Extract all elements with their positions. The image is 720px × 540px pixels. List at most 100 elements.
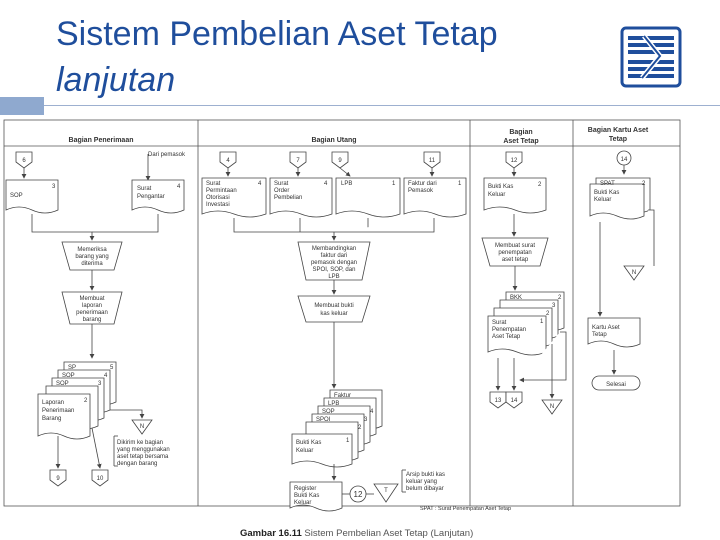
diagram-element: 2 — [642, 181, 646, 187]
process-membuat-bukti: Membuat bukti kas keluar — [297, 295, 371, 323]
diagram-element — [289, 151, 307, 169]
diagram-element — [334, 218, 435, 233]
diagram-element: Penempatan — [492, 327, 526, 333]
diagram-element: SPAT — [600, 181, 615, 187]
diagram-element — [483, 177, 547, 214]
diagram-element — [110, 409, 145, 419]
diagram-element — [269, 177, 333, 218]
diagram-element — [489, 391, 507, 409]
slide-subtitle: lanjutan — [56, 61, 176, 99]
diagram-element: 12 — [354, 490, 363, 499]
diagram-element: 6 — [22, 158, 26, 164]
offpage-n-kartu: N — [623, 265, 645, 281]
diagram-element: Otorisasi — [206, 195, 230, 201]
diagram-element: N — [140, 424, 144, 430]
diagram-element: SOP — [62, 373, 75, 379]
diagram-element: Bukti Kas — [488, 184, 513, 190]
connector-9: 9 — [331, 151, 349, 169]
diagram-element: pemasok dengan — [311, 260, 357, 266]
diagram-element: Keluar — [294, 500, 311, 506]
diagram-element — [423, 151, 441, 169]
diagram-element: laporan — [82, 303, 102, 309]
legend-spat: SPAT : Surat Penempatan Aset Tetap — [420, 506, 511, 512]
diagram-element: 14 — [621, 157, 628, 163]
diagram-element: belum dibayar — [406, 486, 444, 492]
diagram-element: barang yang — [75, 254, 108, 260]
diagram-element: dengan barang — [117, 461, 157, 467]
doc-kartu-aset-tetap: Kartu Aset Tetap — [587, 317, 641, 348]
process-memeriksa-barang: Memeriksa barang yang diterima — [61, 241, 123, 271]
diagram-element — [131, 179, 185, 214]
connector-14-out: 14 — [505, 391, 523, 409]
diagram-element: 9 — [338, 158, 342, 164]
figure-caption: Gambar 16.11 Sistem Pembelian Aset Tetap… — [240, 528, 473, 539]
diagram-element: Membuat bukti — [314, 303, 353, 309]
diagram-element: penerimaan — [76, 310, 108, 316]
doc-surat-pengantar: Surat Pengantar 4 — [131, 179, 185, 214]
diagram-element: 1 — [392, 181, 396, 187]
diagram-element: aset tetap — [502, 257, 529, 263]
process-membuat-laporan: Membuat laporan penerimaan barang — [61, 291, 123, 325]
note-arsip: Arsip bukti kas keluar yang belum dibaya… — [401, 469, 445, 493]
diagram-element: 1 — [458, 181, 462, 187]
lane-kartu-2: Tetap — [609, 136, 627, 143]
file-temporary: T — [373, 483, 399, 503]
doc-bukti-kas-keluar: Bukti Kas Keluar 1 — [291, 433, 353, 468]
connector-14: 14 — [616, 150, 632, 166]
diagram-element: Membandingkan — [312, 246, 356, 252]
diagram-element: 2 — [358, 425, 362, 431]
diagram-element: Memeriksa — [77, 247, 107, 253]
diagram-element: Aset Tetap — [492, 334, 521, 340]
diagram-element — [15, 151, 33, 169]
diagram-element: Surat — [492, 320, 507, 326]
diagram-element: Keluar — [488, 192, 505, 198]
process-membuat-surat: Membuat surat penempatan aset tetap — [481, 237, 549, 267]
flowchart-figure: Bagian Penerimaan Bagian Utang Bagian As… — [3, 119, 681, 539]
diagram-element — [373, 483, 399, 503]
company-logo-icon — [620, 26, 682, 88]
diagram-element — [648, 209, 655, 266]
diagram-element: 13 — [495, 398, 502, 404]
diagram-element: N — [632, 270, 636, 276]
diagram-element: aset tetap bersama — [117, 454, 169, 460]
diagram-element — [37, 393, 91, 440]
diagram-element — [291, 433, 353, 468]
doc-stack-spat: BKK 2 3 2 1 Surat Penempatan Aset Tetap — [487, 291, 565, 356]
connector-12-utang: 12 — [349, 485, 367, 503]
diagram-element: SPOI — [316, 417, 331, 423]
connector-7: 7 — [289, 151, 307, 169]
diagram-element: N — [550, 404, 554, 410]
slide-title: Sistem Pembelian Aset Tetap — [56, 15, 498, 53]
diagram-element: Arsip bukti kas — [406, 472, 445, 478]
diagram-element: Pembelian — [274, 195, 302, 201]
diagram-element — [335, 177, 401, 218]
doc-register-bukti: Register Bukti Kas Keluar — [289, 481, 343, 512]
diagram-element: Bagian Penerimaan Bagian Utang Bagian As… — [69, 127, 649, 145]
diagram-element: Membuat — [79, 296, 104, 302]
diagram-element — [233, 218, 334, 233]
doc-bukti-kas-aset: Bukti Kas Keluar 2 — [483, 177, 547, 214]
lane-utang: Bagian Utang — [311, 137, 356, 144]
lane-kartu-1: Bagian Kartu Aset — [588, 127, 649, 134]
diagram-element — [589, 183, 645, 220]
diagram-element — [49, 469, 67, 487]
diagram-element — [403, 177, 467, 218]
diagram-element — [91, 469, 109, 487]
diagram-element: 11 — [429, 158, 436, 164]
diagram-element — [331, 151, 349, 169]
terminator-selesai: Selesai — [591, 375, 641, 391]
diagram-element — [219, 151, 237, 169]
diagram-element: SP — [68, 365, 76, 371]
diagram-element: 4 — [258, 181, 262, 187]
diagram-element: 12 — [511, 158, 518, 164]
diagram-element — [61, 241, 123, 271]
diagram-element — [91, 427, 102, 469]
diagram-element: Pemasok — [408, 188, 434, 194]
caption-text: Sistem Pembelian Aset Tetap (Lanjutan) — [302, 528, 473, 539]
diagram-element: SOP — [10, 193, 23, 199]
connector-13-out: 13 — [489, 391, 507, 409]
diagram-element: faktur dari — [321, 253, 348, 259]
diagram-element: 7 — [296, 158, 300, 164]
offpage-n-penerimaan: N — [131, 419, 153, 435]
diagram-element: 2 — [546, 311, 550, 317]
